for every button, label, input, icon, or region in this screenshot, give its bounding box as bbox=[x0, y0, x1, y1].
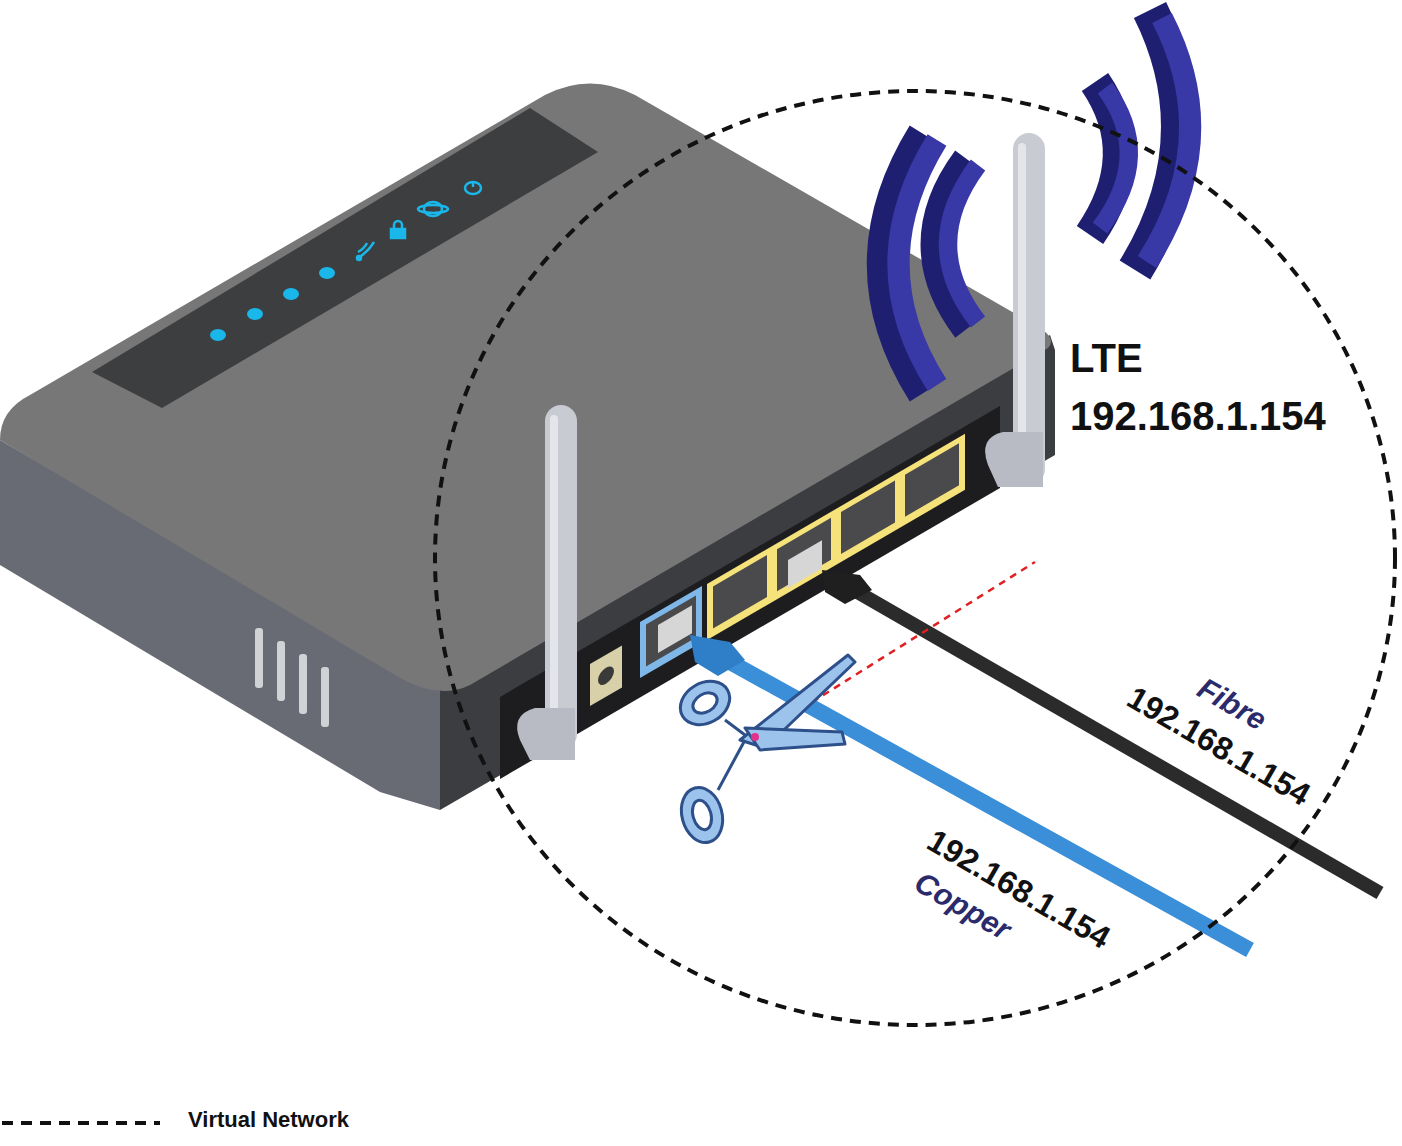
copper-plug-boot bbox=[690, 635, 745, 676]
lan-ports bbox=[707, 434, 965, 640]
fibre-cable bbox=[840, 582, 1380, 893]
router-top-face bbox=[0, 84, 1051, 692]
fibre-plug-boot bbox=[822, 570, 872, 604]
cut-line bbox=[790, 562, 1035, 716]
status-icons bbox=[357, 181, 481, 260]
status-leds bbox=[210, 267, 335, 341]
wireless-waves bbox=[885, 10, 1190, 392]
display-panel bbox=[92, 108, 598, 408]
scissors-icon bbox=[672, 655, 855, 847]
virtual-network-boundary bbox=[435, 91, 1395, 1025]
ip-address-label: 192.168.1.154 bbox=[1068, 394, 1328, 438]
left-antenna bbox=[517, 405, 577, 760]
right-antenna bbox=[985, 133, 1045, 487]
network-type-label: LTE bbox=[1068, 336, 1145, 380]
copper-plug bbox=[658, 605, 692, 653]
power-jack bbox=[590, 645, 622, 706]
fibre-plug bbox=[788, 540, 822, 588]
wan-port bbox=[640, 586, 702, 678]
legend-line-sample bbox=[2, 1121, 160, 1125]
legend-label: Virtual Network bbox=[186, 1108, 351, 1132]
vents bbox=[255, 628, 329, 727]
